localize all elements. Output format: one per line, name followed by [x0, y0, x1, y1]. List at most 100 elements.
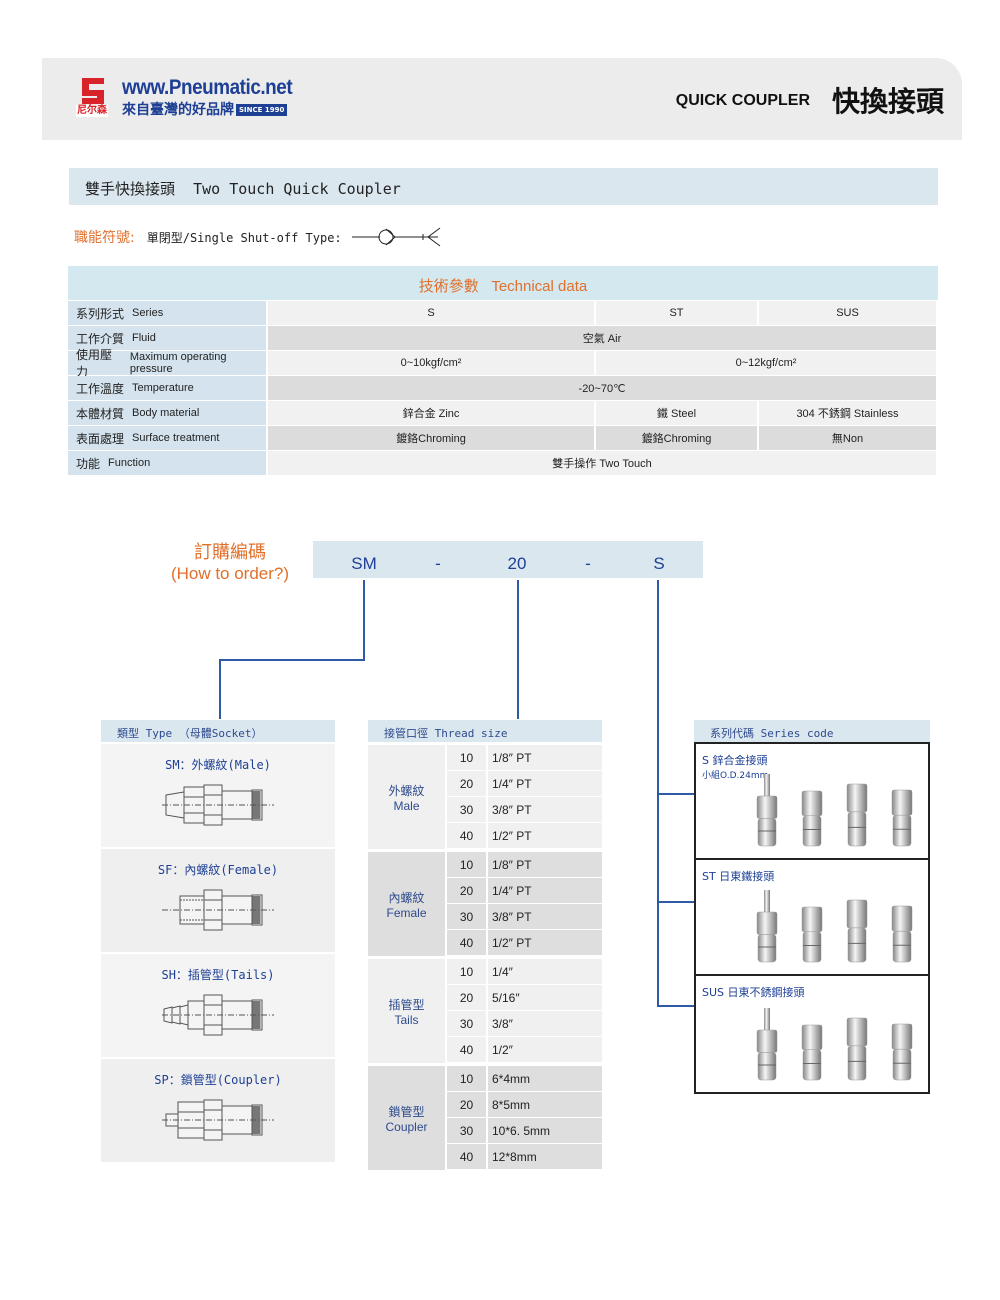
- thread-size: 3/8″ PT: [488, 904, 602, 929]
- since-badge: SINCE 1990: [236, 104, 288, 116]
- type-panel: 類型 Type （母體Socket） SM：外螺紋(Male) SF：內螺紋(Fe…: [101, 720, 335, 1162]
- tech-value: ST: [596, 301, 757, 325]
- type-heading: 類型 Type （母體Socket）: [101, 720, 335, 742]
- series-item: S 鋅合金接頭小組O.D.24mm: [696, 744, 928, 860]
- type-item: SM：外螺紋(Male): [101, 744, 335, 847]
- group-en: Male: [393, 798, 420, 813]
- thread-code: 40: [447, 1037, 486, 1062]
- type-item: SF：內螺紋(Female): [101, 849, 335, 952]
- label-zh: 使用壓力: [76, 348, 113, 379]
- label-zh: 工作介質: [76, 331, 125, 346]
- tech-value: 鐵 Steel: [596, 401, 757, 425]
- label-zh: 系列形式: [76, 306, 125, 321]
- group-zh: 外螺紋: [388, 783, 425, 798]
- group-en: Coupler: [385, 1119, 428, 1134]
- logo-brand-name: 尼尔森: [76, 105, 108, 117]
- title-zh: 雙手快換接頭: [85, 180, 176, 198]
- series-item: SUS 日東不銹鋼接頭: [696, 976, 928, 1092]
- series-name: ST 日東鐵接頭: [702, 870, 775, 883]
- thread-size: 5/16″: [488, 985, 602, 1010]
- series-name: SUS 日東不銹鋼接頭: [702, 986, 805, 999]
- thread-size: 8*5mm: [488, 1092, 602, 1117]
- group-zh: 內螺紋: [388, 890, 425, 905]
- thread-code: 20: [447, 1092, 486, 1117]
- thread-size: 1/2″: [488, 1037, 602, 1062]
- tech-value: 無Non: [759, 426, 936, 450]
- thread-code: 20: [447, 878, 486, 903]
- tech-value: 鍍鉻Chroming: [268, 426, 594, 450]
- symbol-type: 單閉型/Single Shut-off Type:: [146, 230, 342, 245]
- tech-value: 0~10kgf/cm²: [268, 351, 594, 375]
- product-photo-icon: [756, 774, 913, 847]
- label-en: Surface treatment: [132, 432, 220, 444]
- code-type: SM: [351, 554, 377, 573]
- tech-value: 雙手操作 Two Touch: [268, 451, 936, 475]
- thread-code: 40: [447, 930, 486, 955]
- tech-row-label: 工作溫度 Temperature: [68, 376, 266, 400]
- how-to-order-label: 訂購編碼 (How to order?): [150, 538, 310, 584]
- product-photo-icon: [756, 1008, 913, 1081]
- order-code-bar: SM - 20 - S: [313, 541, 703, 578]
- tech-heading-zh: 技術參數: [418, 278, 479, 295]
- label-en: Maximum operating pressure: [129, 351, 227, 375]
- thread-code: 20: [447, 985, 486, 1010]
- label-zh: 工作溫度: [76, 381, 125, 396]
- series-sub: 小組O.D.24mm: [702, 771, 769, 781]
- thread-code: 40: [447, 823, 486, 848]
- group-zh: 鎖管型: [388, 1104, 425, 1119]
- label-zh: 表面處理: [76, 431, 125, 446]
- order-label-en: (How to order?): [170, 564, 290, 583]
- type-item: SH：插管型(Tails): [101, 954, 335, 1057]
- tech-value: S: [268, 301, 594, 325]
- group-en: Female: [386, 905, 427, 920]
- type-name: SM：外螺紋(Male): [165, 758, 271, 772]
- thread-heading: 接管口徑 Thread size: [368, 720, 602, 742]
- header-title-zh: 快換接頭: [831, 85, 944, 118]
- thread-size: 1/4″ PT: [488, 878, 602, 903]
- header-title-en: QUICK COUPLER: [675, 92, 810, 109]
- thread-code: 10: [447, 1066, 486, 1091]
- type-name: SP：鎖管型(Coupler): [154, 1073, 282, 1087]
- thread-code: 10: [447, 852, 486, 877]
- shutoff-valve-symbol-icon: [351, 227, 440, 247]
- series-name: S 鋅合金接頭: [702, 754, 768, 767]
- symbol-label: 職能符號:: [74, 230, 135, 246]
- thread-size: 10*6. 5mm: [488, 1118, 602, 1143]
- series-heading: 系列代碼 Series code: [694, 720, 930, 742]
- coupler-drawing-icon: [162, 994, 274, 1036]
- thread-size: 6*4mm: [488, 1066, 602, 1091]
- group-en: Tails: [394, 1012, 419, 1027]
- series-code-panel: 系列代碼 Series code S 鋅合金接頭小組O.D.24mm ST 日東鐵…: [694, 720, 930, 1094]
- tech-value: 鋅合金 Zinc: [268, 401, 594, 425]
- tech-heading-en: Technical data: [491, 278, 588, 295]
- label-en: Function: [108, 457, 151, 469]
- series-item: ST 日東鐵接頭: [696, 860, 928, 976]
- coupler-drawing-icon: [162, 784, 274, 826]
- tech-row: 使用壓力 Maximum operating pressure 0~10kgf/cm…: [68, 348, 938, 379]
- coupler-drawing-icon: [162, 889, 274, 931]
- tech-value: 0~12kgf/cm²: [596, 351, 936, 375]
- label-en: Temperature: [132, 382, 194, 394]
- logo-url: www.Pneumatic.net: [122, 76, 293, 99]
- thread-size: 1/4″: [488, 959, 602, 984]
